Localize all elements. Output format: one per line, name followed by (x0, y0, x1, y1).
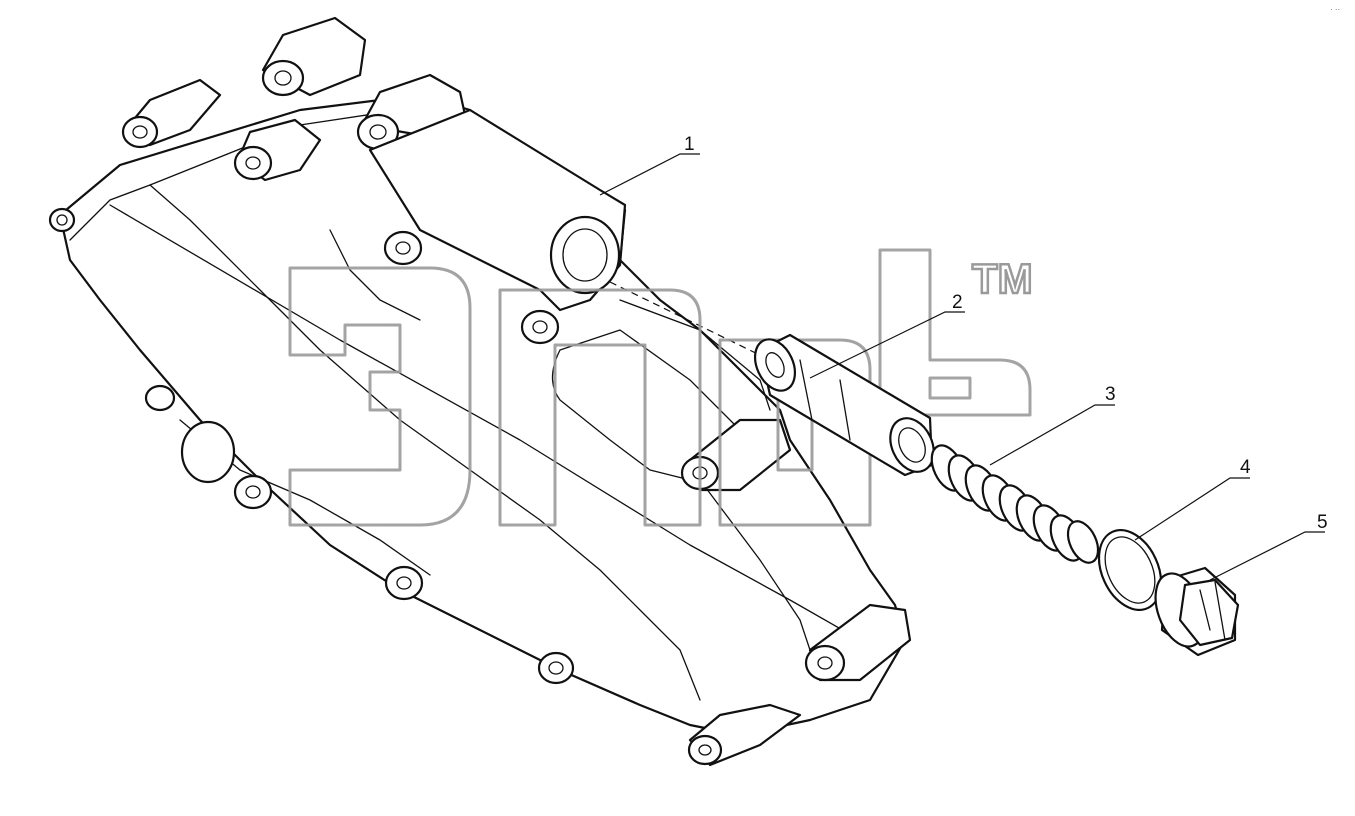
plug-bolt-part (1154, 566, 1240, 657)
valve-piston-part (753, 333, 935, 477)
sealing-ring-part (1097, 529, 1163, 611)
spring-part (930, 444, 1100, 564)
callout-1: 1 (684, 134, 695, 155)
callout-5: 5 (1317, 512, 1328, 533)
assembly-axis-line (609, 281, 771, 361)
callout-3: 3 (1105, 384, 1116, 405)
leader-lines (599, 153, 1325, 581)
housing-part (48, 16, 912, 767)
watermark-trademark: TM (972, 255, 1033, 302)
callout-2: 2 (952, 292, 963, 313)
corner-mark: · ·· (1330, 5, 1340, 14)
watermark-logo (288, 248, 1032, 527)
callout-4: 4 (1240, 457, 1251, 478)
